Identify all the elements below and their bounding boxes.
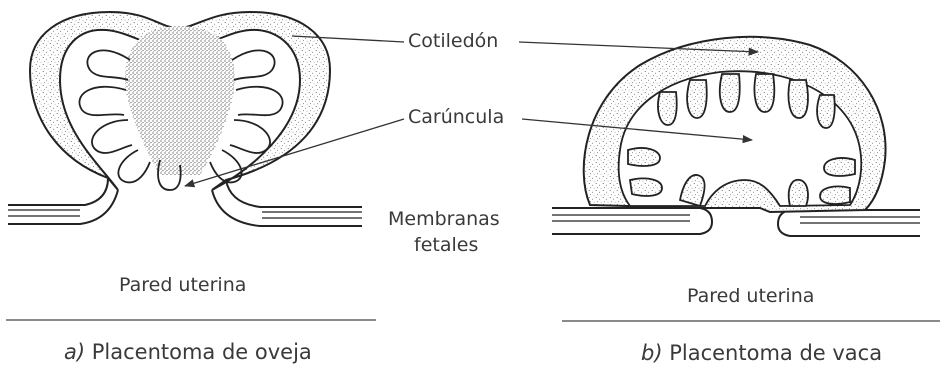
caruncula-label: Carúncula: [408, 108, 504, 127]
vaca-placentome: [552, 37, 920, 236]
caption-vaca-text: Placentoma de vaca: [669, 341, 882, 365]
membranas-label-line1: Membranas: [388, 210, 500, 229]
oveja-uterine-wall: [8, 178, 362, 226]
caption-oveja-marker: a): [64, 340, 85, 364]
cotiledon-label: Cotiledón: [408, 32, 498, 51]
pared-uterina-right-label: Pared uterina: [687, 287, 814, 306]
caption-vaca-marker: b): [641, 341, 663, 365]
oveja-caruncle-core: [125, 26, 235, 175]
caption-vaca: b) Placentoma de vaca: [641, 343, 882, 364]
caption-oveja-text: Placentoma de oveja: [92, 340, 312, 364]
caption-oveja: a) Placentoma de oveja: [64, 342, 312, 363]
pared-uterina-left-label: Pared uterina: [119, 276, 246, 295]
membranas-label-line2: fetales: [414, 236, 478, 255]
vaca-uterine-wall: [552, 208, 920, 236]
oveja-placentome: [8, 12, 362, 226]
